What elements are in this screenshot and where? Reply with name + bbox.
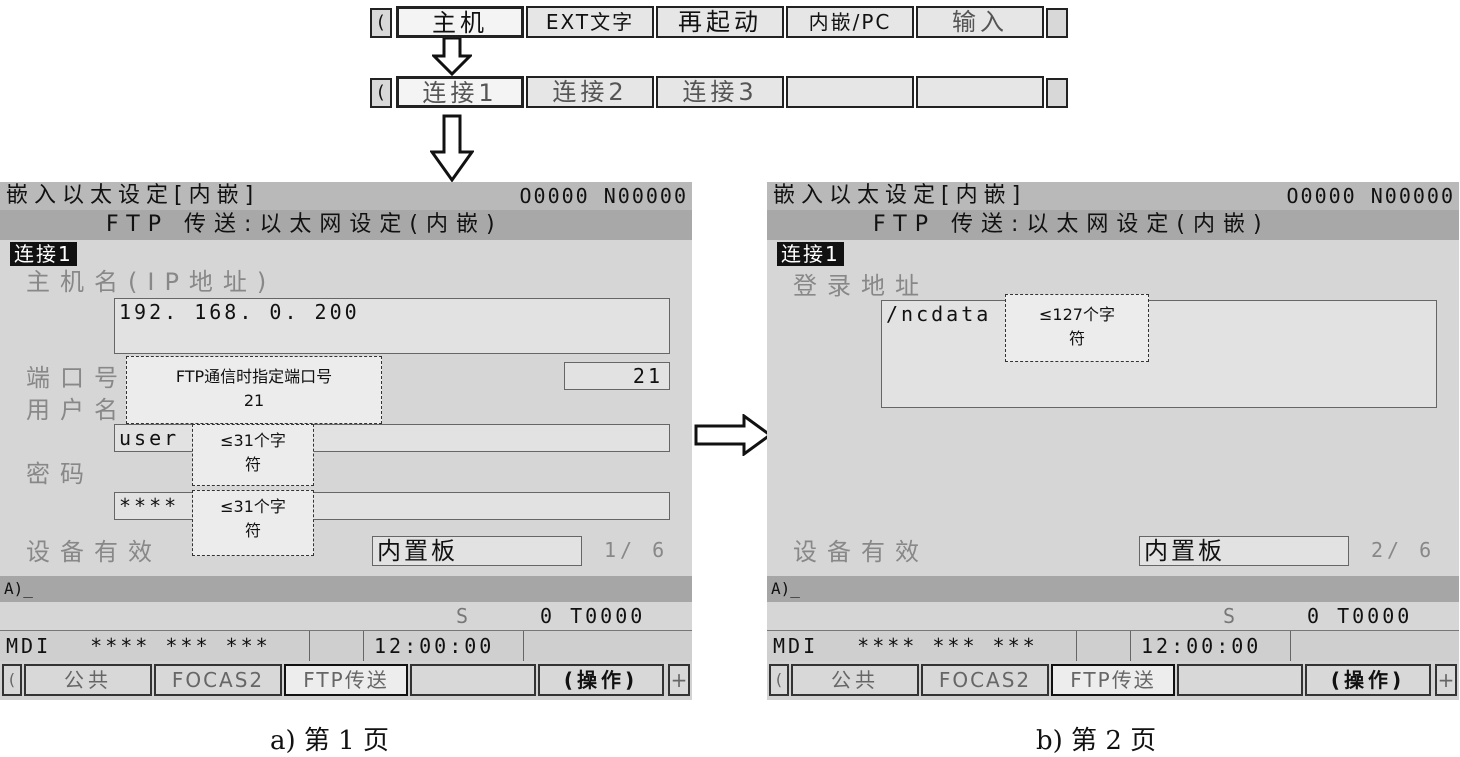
user-label: 用户名 bbox=[26, 396, 128, 424]
connection-tag: 连接1 bbox=[10, 242, 77, 266]
clock: 12:00:00 bbox=[1131, 631, 1291, 661]
status-stars: **** *** *** bbox=[857, 634, 1038, 658]
connection-tag: 连接1 bbox=[777, 242, 844, 266]
mode-cell: MDI **** *** *** bbox=[767, 631, 1077, 661]
login-address-label: 登录地址 bbox=[793, 272, 929, 300]
status-stars: **** *** *** bbox=[90, 634, 271, 658]
command-line[interactable]: A)_ bbox=[0, 576, 692, 602]
password-callout-line1: ≤31个字 bbox=[220, 497, 286, 516]
softkey-focas2[interactable]: FOCAS2 bbox=[921, 664, 1049, 696]
bottom-right-edge[interactable]: + bbox=[668, 664, 690, 696]
softkey-common[interactable]: 公共 bbox=[791, 664, 919, 696]
host-label: 主机名(IP地址) bbox=[26, 268, 277, 296]
port-field[interactable]: 21 bbox=[564, 362, 670, 390]
mode-text: MDI bbox=[773, 634, 819, 658]
softkey-common[interactable]: 公共 bbox=[24, 664, 152, 696]
port-callout: FTP通信时指定端口号 21 bbox=[126, 356, 382, 424]
spindle-label: S bbox=[456, 604, 472, 628]
softkey-connection-3[interactable]: 连接3 bbox=[656, 76, 784, 108]
softkey-ftp-transfer[interactable]: FTP传送 bbox=[1051, 664, 1175, 696]
settings-panel: 连接1 登录地址 /ncdata ≤127个字 符 设备有效 内置板 2/ 6 bbox=[767, 240, 1459, 576]
screen-subtitle: FTP 传送:以太网设定(内嵌) bbox=[106, 212, 503, 237]
top-softkey-bar-main: ( 主机 EXT文字 再起动 内嵌/PC 输入 bbox=[370, 4, 1068, 40]
softkey-restart[interactable]: 再起动 bbox=[656, 6, 784, 38]
down-arrow-icon bbox=[432, 38, 472, 76]
spindle-line: S 0 T0000 bbox=[767, 602, 1459, 630]
login-callout: ≤127个字 符 bbox=[1005, 294, 1149, 362]
bottom-left-edge[interactable]: ( bbox=[2, 664, 22, 696]
device-valid-field[interactable]: 内置板 bbox=[372, 536, 582, 566]
spindle-tool-value: 0 T0000 bbox=[1307, 604, 1413, 628]
status-bar: MDI **** *** *** 12:00:00 bbox=[0, 630, 692, 661]
mode-text: MDI bbox=[6, 634, 52, 658]
login-callout-line1: ≤127个字 bbox=[1039, 305, 1115, 324]
down-arrow-icon bbox=[430, 114, 474, 182]
screen-subtitle: FTP 传送:以太网设定(内嵌) bbox=[873, 212, 1270, 237]
status-blank-cell bbox=[1077, 631, 1131, 661]
softkey-focas2[interactable]: FOCAS2 bbox=[154, 664, 282, 696]
screen-title: 嵌入以太设定[内嵌] bbox=[6, 183, 260, 208]
bottom-softkey-bar: ( 公共 FOCAS2 FTP传送 (操作) + bbox=[0, 662, 692, 698]
softkey-right-edge[interactable] bbox=[1046, 8, 1068, 38]
user-callout: ≤31个字 符 bbox=[192, 424, 314, 486]
bottom-right-edge[interactable]: + bbox=[1435, 664, 1457, 696]
spindle-label: S bbox=[1223, 604, 1239, 628]
screen-subtitle-bar: FTP 传送:以太网设定(内嵌) bbox=[0, 210, 692, 240]
spindle-line: S 0 T0000 bbox=[0, 602, 692, 630]
screen-title-bar: 嵌入以太设定[内嵌] O0000 N00000 bbox=[0, 182, 692, 210]
softkey-operation[interactable]: (操作) bbox=[1305, 664, 1431, 696]
screen-page-1: 嵌入以太设定[内嵌] O0000 N00000 FTP 传送:以太网设定(内嵌)… bbox=[0, 182, 692, 700]
port-callout-value: 21 bbox=[243, 391, 265, 410]
spindle-tool-value: 0 T0000 bbox=[540, 604, 646, 628]
softkey-left-edge[interactable]: ( bbox=[370, 8, 392, 38]
device-valid-label: 设备有效 bbox=[26, 538, 162, 566]
device-valid-label: 设备有效 bbox=[793, 538, 929, 566]
softkey-ext-text[interactable]: EXT文字 bbox=[526, 6, 654, 38]
host-field[interactable]: 192. 168. 0. 200 bbox=[114, 298, 670, 354]
password-callout: ≤31个字 符 bbox=[192, 490, 314, 556]
softkey-connection-2[interactable]: 连接2 bbox=[526, 76, 654, 108]
program-number: O0000 N00000 bbox=[1286, 184, 1455, 208]
top-softkey-bar-connection: ( 连接1 连接2 连接3 bbox=[370, 74, 1068, 110]
page-indicator: 2/ 6 bbox=[1371, 538, 1436, 562]
password-label: 密码 bbox=[26, 460, 94, 488]
command-line[interactable]: A)_ bbox=[767, 576, 1459, 602]
softkey-host[interactable]: 主机 bbox=[396, 6, 524, 38]
clock: 12:00:00 bbox=[364, 631, 524, 661]
softkey-operation[interactable]: (操作) bbox=[538, 664, 664, 696]
screen-page-2: 嵌入以太设定[内嵌] O0000 N00000 FTP 传送:以太网设定(内嵌)… bbox=[767, 182, 1459, 700]
program-number: O0000 N00000 bbox=[519, 184, 688, 208]
login-address-field[interactable]: /ncdata bbox=[881, 300, 1437, 408]
bottom-left-edge[interactable]: ( bbox=[769, 664, 789, 696]
softkey-right-edge[interactable] bbox=[1046, 78, 1068, 108]
right-arrow-icon bbox=[694, 414, 772, 456]
settings-panel: 连接1 主机名(IP地址) 192. 168. 0. 200 端口号 21 用户… bbox=[0, 240, 692, 576]
caption-page-1: a) 第 1 页 bbox=[270, 726, 389, 756]
password-callout-line2: 符 bbox=[244, 521, 261, 540]
softkey-blank[interactable] bbox=[410, 664, 536, 696]
screen-title: 嵌入以太设定[内嵌] bbox=[773, 183, 1027, 208]
softkey-blank-2[interactable] bbox=[916, 76, 1044, 108]
screen-title-bar: 嵌入以太设定[内嵌] O0000 N00000 bbox=[767, 182, 1459, 210]
softkey-connection-1[interactable]: 连接1 bbox=[396, 76, 524, 108]
port-callout-text: FTP通信时指定端口号 bbox=[175, 367, 333, 386]
login-callout-line2: 符 bbox=[1068, 329, 1085, 348]
status-blank-cell bbox=[310, 631, 364, 661]
page-indicator: 1/ 6 bbox=[604, 538, 669, 562]
device-valid-field[interactable]: 内置板 bbox=[1139, 536, 1349, 566]
bottom-softkey-bar: ( 公共 FOCAS2 FTP传送 (操作) + bbox=[767, 662, 1459, 698]
screen-subtitle-bar: FTP 传送:以太网设定(内嵌) bbox=[767, 210, 1459, 240]
softkey-ftp-transfer[interactable]: FTP传送 bbox=[284, 664, 408, 696]
mode-cell: MDI **** *** *** bbox=[0, 631, 310, 661]
softkey-embedded-pc[interactable]: 内嵌/PC bbox=[786, 6, 914, 38]
user-callout-line1: ≤31个字 bbox=[220, 431, 286, 450]
port-label: 端口号 bbox=[26, 364, 128, 392]
softkey-input[interactable]: 输入 bbox=[916, 6, 1044, 38]
caption-page-2: b) 第 2 页 bbox=[1036, 726, 1157, 756]
status-bar: MDI **** *** *** 12:00:00 bbox=[767, 630, 1459, 661]
softkey-blank-1[interactable] bbox=[786, 76, 914, 108]
softkey-blank[interactable] bbox=[1177, 664, 1303, 696]
softkey-left-edge[interactable]: ( bbox=[370, 78, 392, 108]
user-callout-line2: 符 bbox=[244, 455, 261, 474]
